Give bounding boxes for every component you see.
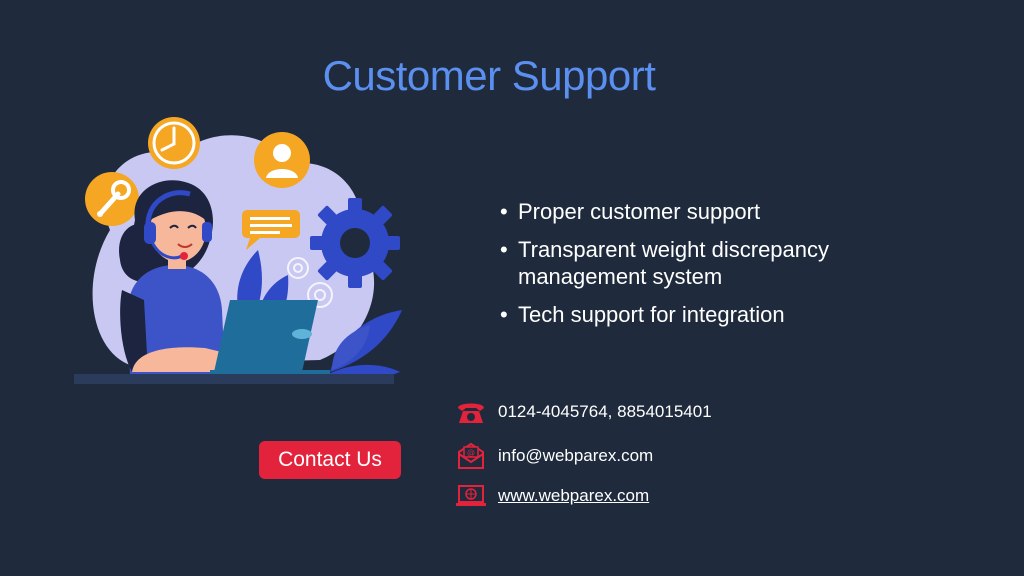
small-gear-icon <box>287 257 333 308</box>
desk <box>74 374 394 384</box>
phone-row: 0124-4045764, 8854015401 <box>454 398 712 426</box>
svg-text:@: @ <box>467 448 475 457</box>
monitor-globe-icon <box>454 482 488 510</box>
telephone-icon <box>454 398 488 426</box>
page-title: Customer Support <box>322 52 656 99</box>
feature-list: Proper customer support Transparent weig… <box>498 198 938 339</box>
email-row: @ info@webparex.com <box>454 442 653 470</box>
website-row: www.webparex.com <box>454 482 649 510</box>
feature-item: Proper customer support <box>498 198 938 225</box>
clock-icon <box>148 117 200 169</box>
wrench-icon <box>85 172 139 226</box>
support-agent-illustration <box>74 117 402 384</box>
feature-item: Transparent weight discrepancy managemen… <box>498 236 938 290</box>
agent-person <box>119 180 230 376</box>
email-address: info@webparex.com <box>498 446 654 465</box>
website-link[interactable]: www.webparex.com <box>498 486 650 505</box>
envelope-icon: @ <box>454 442 488 470</box>
gear-icon <box>310 198 400 288</box>
phone-numbers: 0124-4045764, 8854015401 <box>498 402 712 421</box>
feature-item: Tech support for integration <box>498 301 938 328</box>
user-avatar-icon <box>254 132 310 188</box>
contact-us-button[interactable]: Contact Us <box>259 441 401 479</box>
laptop-icon <box>210 300 330 376</box>
chat-bubble-icon <box>242 210 300 250</box>
